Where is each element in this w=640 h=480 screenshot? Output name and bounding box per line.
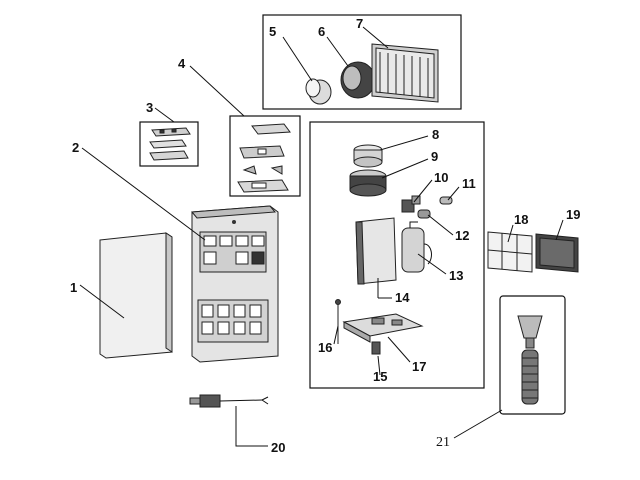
callout-21: 21 [436,435,450,450]
callout-8: 8 [432,127,439,142]
part-9-fan-wheel [349,169,387,197]
part-7-evaporator [371,43,439,103]
part-6-blower-wheel [340,61,376,99]
callout-3: 3 [146,100,153,115]
callout-9: 9 [431,149,438,164]
callout-14: 14 [395,290,410,305]
part-19-carbon-filter [535,233,579,273]
callout-18: 18 [514,212,528,227]
callout-19: 19 [566,207,580,222]
callout-4: 4 [178,56,186,71]
part-16-sensor [335,299,341,344]
callout-11: 11 [462,176,476,191]
part-4-bracket-set [237,123,291,193]
callout-13: 13 [449,268,463,283]
callout-17: 17 [412,359,426,374]
callout-labels: 1 2 3 4 5 6 7 8 9 10 11 12 13 14 15 16 1… [70,16,580,455]
part-2-chassis [190,205,279,363]
callout-12: 12 [455,228,469,243]
callout-5: 5 [269,24,276,39]
callout-15: 15 [373,369,387,384]
callout-2: 2 [72,140,79,155]
part-5-motor [305,78,332,105]
part-1-front-panel [99,232,173,359]
callout-1: 1 [70,280,77,295]
part-8-motor [353,144,383,168]
group-box-middle [309,121,485,389]
callout-16: 16 [318,340,332,355]
part-13-compressor [401,221,432,273]
part-12-fitting [417,209,431,219]
group-box-part-4 [229,115,301,197]
group-box-top [262,14,462,110]
callout-7: 7 [356,16,363,31]
group-box-part-21 [499,295,566,415]
callout-6: 6 [318,24,325,39]
part-20-power-cord [189,394,269,408]
callout-10: 10 [434,170,448,185]
group-box-part-3 [139,121,199,167]
part-3-brackets [149,127,191,161]
part-15-drain-plug [371,341,381,355]
part-21-exhaust-hose [517,315,543,405]
callout-20: 20 [271,440,285,455]
part-14-condenser [355,217,397,285]
leader-lines [79,26,564,447]
part-17-base-pan [342,313,424,343]
part-18-filter [487,231,533,273]
